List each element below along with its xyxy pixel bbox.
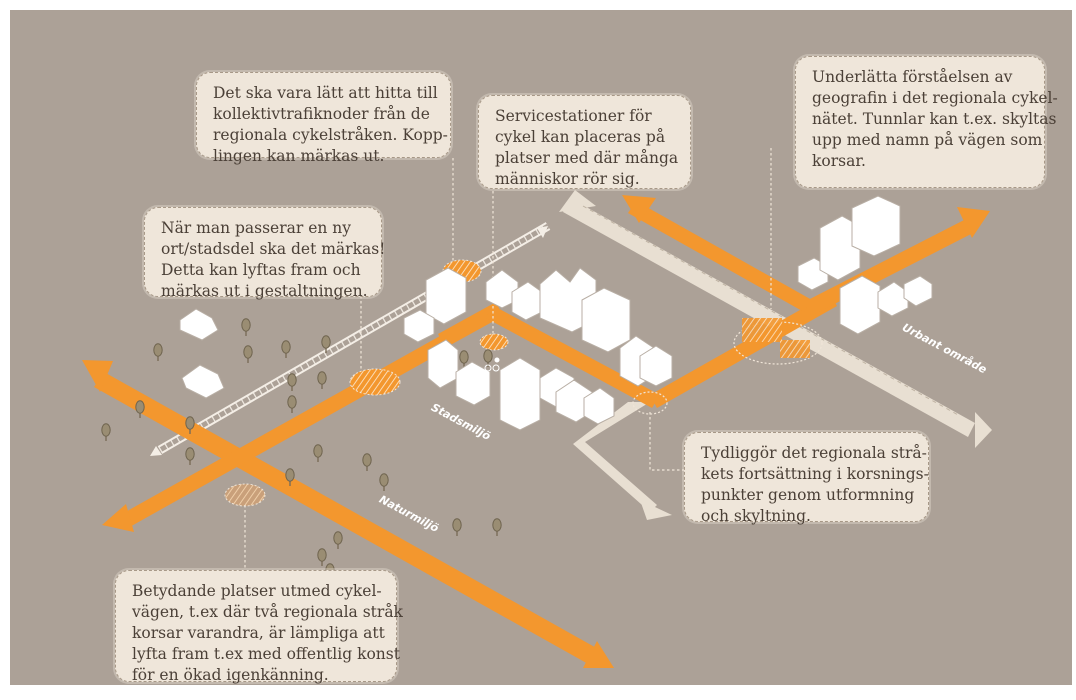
callout-platser: Betydande platser utmed cykel- vägen, t.… [115, 570, 403, 684]
callout-line: märkas ut i gestaltningen. [161, 282, 368, 300]
callout-line: för en ökad igenkänning. [132, 666, 329, 684]
callout-line: kets fortsättning i korsnings- [701, 465, 929, 483]
callout-line: Betydande platser utmed cykel- [132, 582, 382, 600]
callout-line: korsar. [812, 152, 866, 170]
callout-line: upp med namn på vägen som [812, 131, 1043, 149]
callout-geografi: Underlätta förståelsen av geografin i de… [795, 56, 1058, 188]
leader-lines [244, 148, 772, 578]
callout-line: kollektivtrafiknoder från de [213, 105, 430, 123]
callout-line: Underlätta förståelsen av [812, 68, 1013, 86]
callout-line: Detta kan lyftas fram och [161, 261, 361, 279]
secondary-road [559, 190, 992, 520]
callout-line: vägen, t.ex där två regionala stråk [132, 603, 403, 621]
callout-line: lingen kan märkas ut. [213, 147, 385, 165]
callout-line: nätet. Tunnlar kan t.ex. skyltas [812, 110, 1057, 128]
cyclist-icon [484, 357, 500, 372]
callout-line: och skyltning. [701, 507, 811, 525]
callout-fortsattning: Tydliggör det regionala strå- kets forts… [684, 432, 929, 525]
callout-kollektivtrafik: Det ska vara lätt att hitta till kollekt… [196, 72, 451, 165]
callout-line: ort/stadsdel ska det märkas! [161, 240, 386, 258]
arrowhead-icon [975, 412, 992, 448]
callout-line: människor rör sig. [495, 170, 640, 188]
callout-line: geografin i det regionala cykel- [812, 89, 1058, 107]
callout-servicestationer: Servicestationer för cykel kan placeras … [478, 95, 691, 189]
callout-line: regionala cykelstråken. Kopp- [213, 126, 448, 144]
railway-line [150, 222, 551, 456]
callout-line: platser med där många [495, 149, 679, 167]
callout-line: Servicestationer för [495, 107, 652, 125]
callout-line: När man passerar en ny [161, 219, 352, 237]
buildings [179, 195, 933, 431]
highlight-marks [224, 259, 823, 507]
callout-line: Det ska vara lätt att hitta till [213, 84, 438, 102]
callout-line: cykel kan placeras på [495, 128, 666, 146]
callout-line: Tydliggör det regionala strå- [701, 444, 927, 462]
callout-ny-ort: När man passerar en ny ort/stadsdel ska … [144, 207, 386, 300]
callout-line: punkter genom utformning [701, 486, 915, 504]
callout-line: korsar varandra, är lämpliga att [132, 624, 385, 642]
callout-line: lyfta fram t.ex med offentlig konst [132, 645, 400, 663]
